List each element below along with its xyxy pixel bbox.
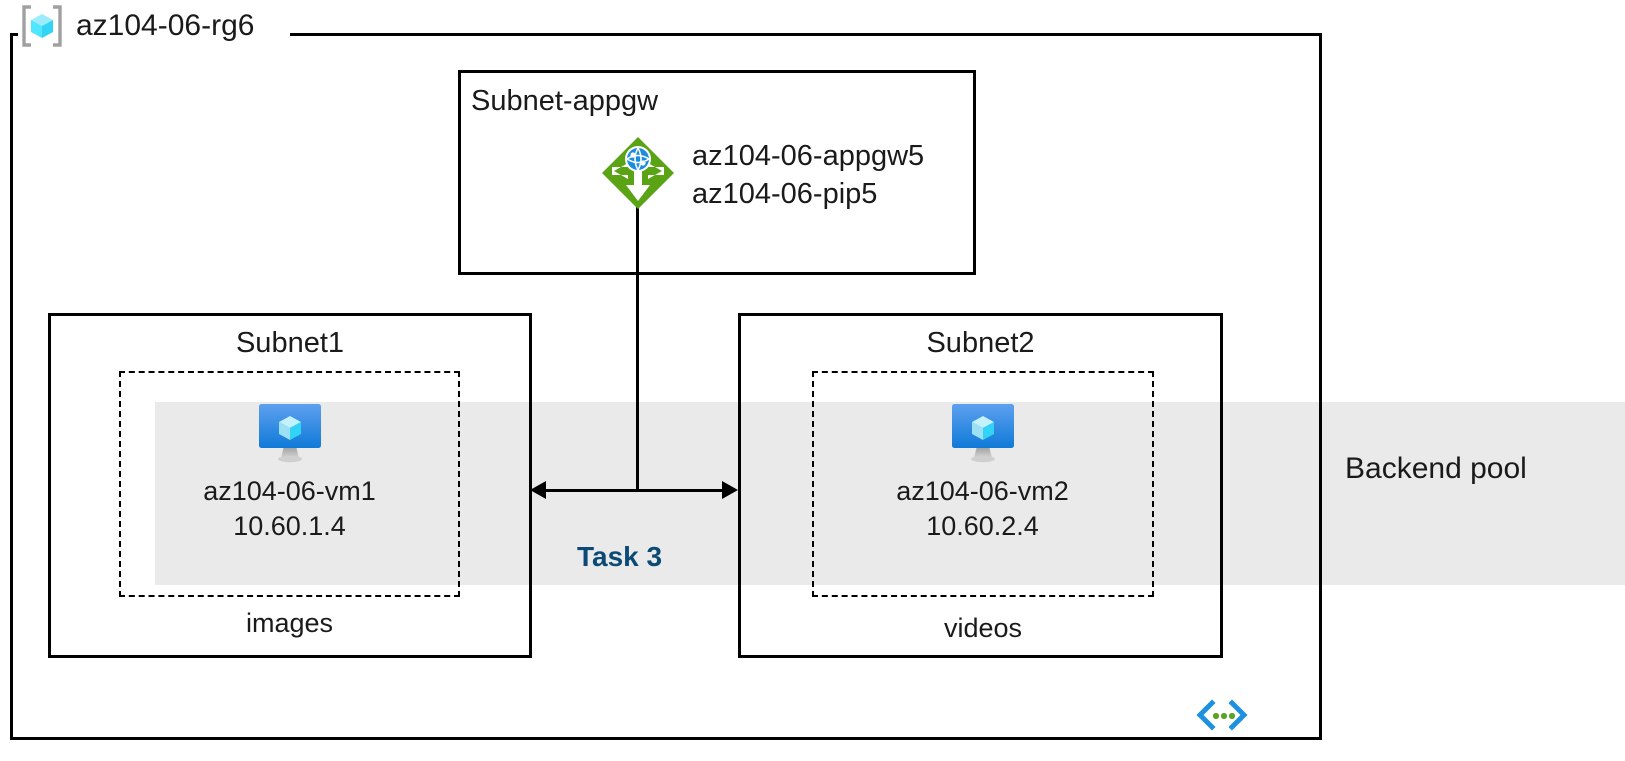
appgw-public-ip: az104-06-pip5 xyxy=(692,178,878,211)
task-label: Task 3 xyxy=(577,541,663,572)
subnet1-dashed-group xyxy=(119,371,460,597)
vm2-name: az104-06-vm2 xyxy=(896,476,1069,506)
subnet2-box xyxy=(738,313,1223,658)
connector-vertical xyxy=(636,207,639,491)
subnet2-title: Subnet2 xyxy=(926,327,1035,359)
rg-border-top-right xyxy=(290,33,1322,36)
subnet2-dashed-group xyxy=(812,371,1154,597)
connector-arrow-left-icon xyxy=(530,481,546,499)
rg-border-right xyxy=(1319,33,1322,740)
subnet2-caption: videos xyxy=(943,613,1023,643)
application-gateway-icon xyxy=(602,137,674,209)
code-brackets-icon xyxy=(1196,699,1248,731)
connector-arrow-right-icon xyxy=(722,481,738,499)
rg-border-bottom xyxy=(10,737,1322,740)
vm1-name: az104-06-vm1 xyxy=(203,476,376,506)
virtual-machine-icon xyxy=(258,404,321,463)
subnet1-caption: images xyxy=(245,608,334,638)
subnet-appgw-title: Subnet-appgw xyxy=(471,85,659,117)
application-gateway-node: az104-06-appgw5 az104-06-pip5 xyxy=(598,133,924,214)
backend-pool-label: Backend pool xyxy=(1345,452,1527,485)
subnet-appgw-box xyxy=(458,70,976,275)
appgw-name: az104-06-appgw5 xyxy=(692,140,925,172)
connector-horizontal xyxy=(537,489,731,492)
virtual-machine-icon xyxy=(951,404,1014,463)
vm1-ip: 10.60.1.4 xyxy=(233,510,346,541)
resource-group-icon xyxy=(22,5,62,47)
rg-border-left xyxy=(10,33,13,740)
backend-pool-band xyxy=(155,402,1625,585)
application-gateway-labels: az104-06-appgw5 az104-06-pip5 xyxy=(692,133,924,214)
resource-group-name: az104-06-rg6 xyxy=(76,9,255,42)
vm1-node: az104-06-vm1 10.60.1.4 xyxy=(119,400,460,543)
vm2-ip: 10.60.2.4 xyxy=(926,510,1039,541)
subnet1-title: Subnet1 xyxy=(235,327,345,359)
vm2-node: az104-06-vm2 10.60.2.4 xyxy=(812,400,1153,543)
resource-group-header: az104-06-rg6 xyxy=(18,2,261,50)
